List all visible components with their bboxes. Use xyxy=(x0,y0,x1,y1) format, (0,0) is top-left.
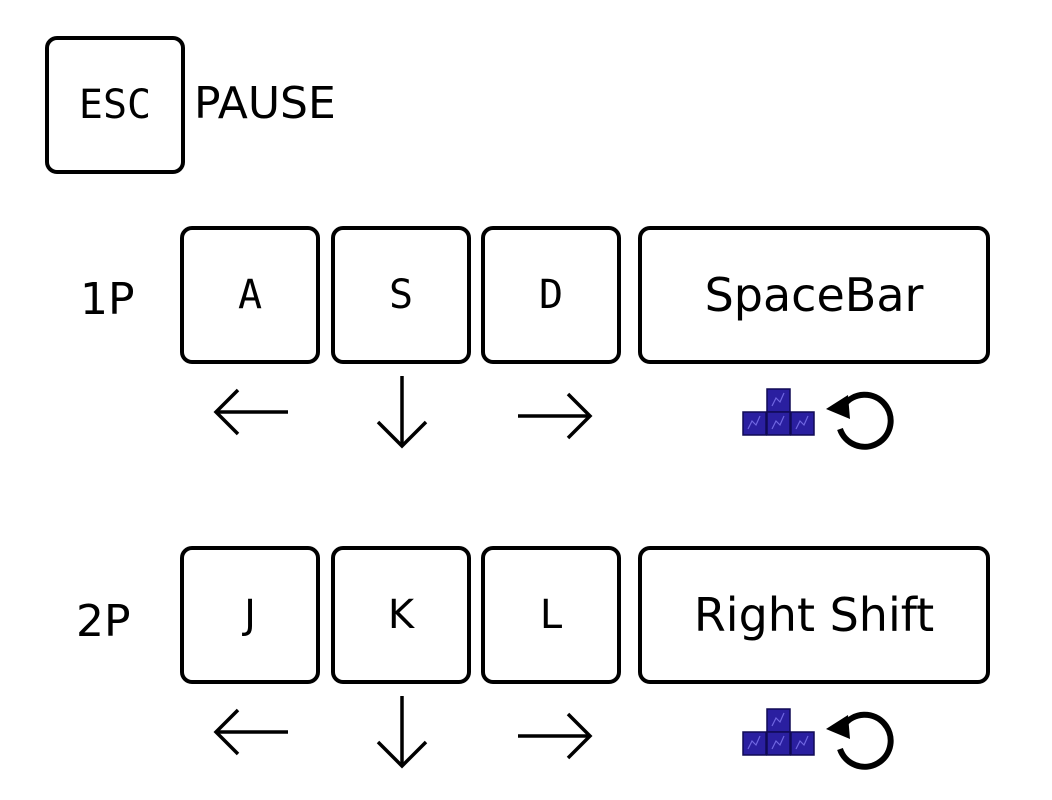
p2-down-key[interactable]: K xyxy=(331,546,471,684)
pause-label: PAUSE xyxy=(194,78,336,129)
arrow-down-icon xyxy=(376,376,428,449)
p2-rotate-key-label: Right Shift xyxy=(693,588,935,642)
player-2-label: 2P xyxy=(76,596,131,647)
p1-right-key-label: D xyxy=(538,272,564,318)
rotate-icon xyxy=(826,391,894,450)
p2-right-key[interactable]: L xyxy=(481,546,621,684)
p1-left-key-label: A xyxy=(237,272,263,318)
t-block-icon xyxy=(742,388,815,436)
p1-rotate-key-label: SpaceBar xyxy=(704,268,924,322)
arrow-left-icon xyxy=(213,388,288,436)
p1-right-key[interactable]: D xyxy=(481,226,621,364)
p2-rotate-key[interactable]: Right Shift xyxy=(638,546,990,684)
arrow-right-icon xyxy=(518,392,593,440)
arrow-down-icon xyxy=(376,696,428,769)
arrow-right-icon xyxy=(518,712,593,760)
p1-down-key[interactable]: S xyxy=(331,226,471,364)
p2-left-key[interactable]: J xyxy=(180,546,320,684)
p2-left-key-label: J xyxy=(244,592,256,638)
p1-rotate-key[interactable]: SpaceBar xyxy=(638,226,990,364)
p2-down-key-label: K xyxy=(387,592,415,638)
t-block-icon xyxy=(742,708,815,756)
esc-key[interactable]: ESC xyxy=(45,36,185,174)
p2-right-key-label: L xyxy=(539,592,563,638)
esc-key-label: ESC xyxy=(78,82,152,128)
rotate-icon xyxy=(826,711,894,770)
player-1-label: 1P xyxy=(80,274,135,325)
p1-left-key[interactable]: A xyxy=(180,226,320,364)
arrow-left-icon xyxy=(213,708,288,756)
p1-down-key-label: S xyxy=(388,272,414,318)
